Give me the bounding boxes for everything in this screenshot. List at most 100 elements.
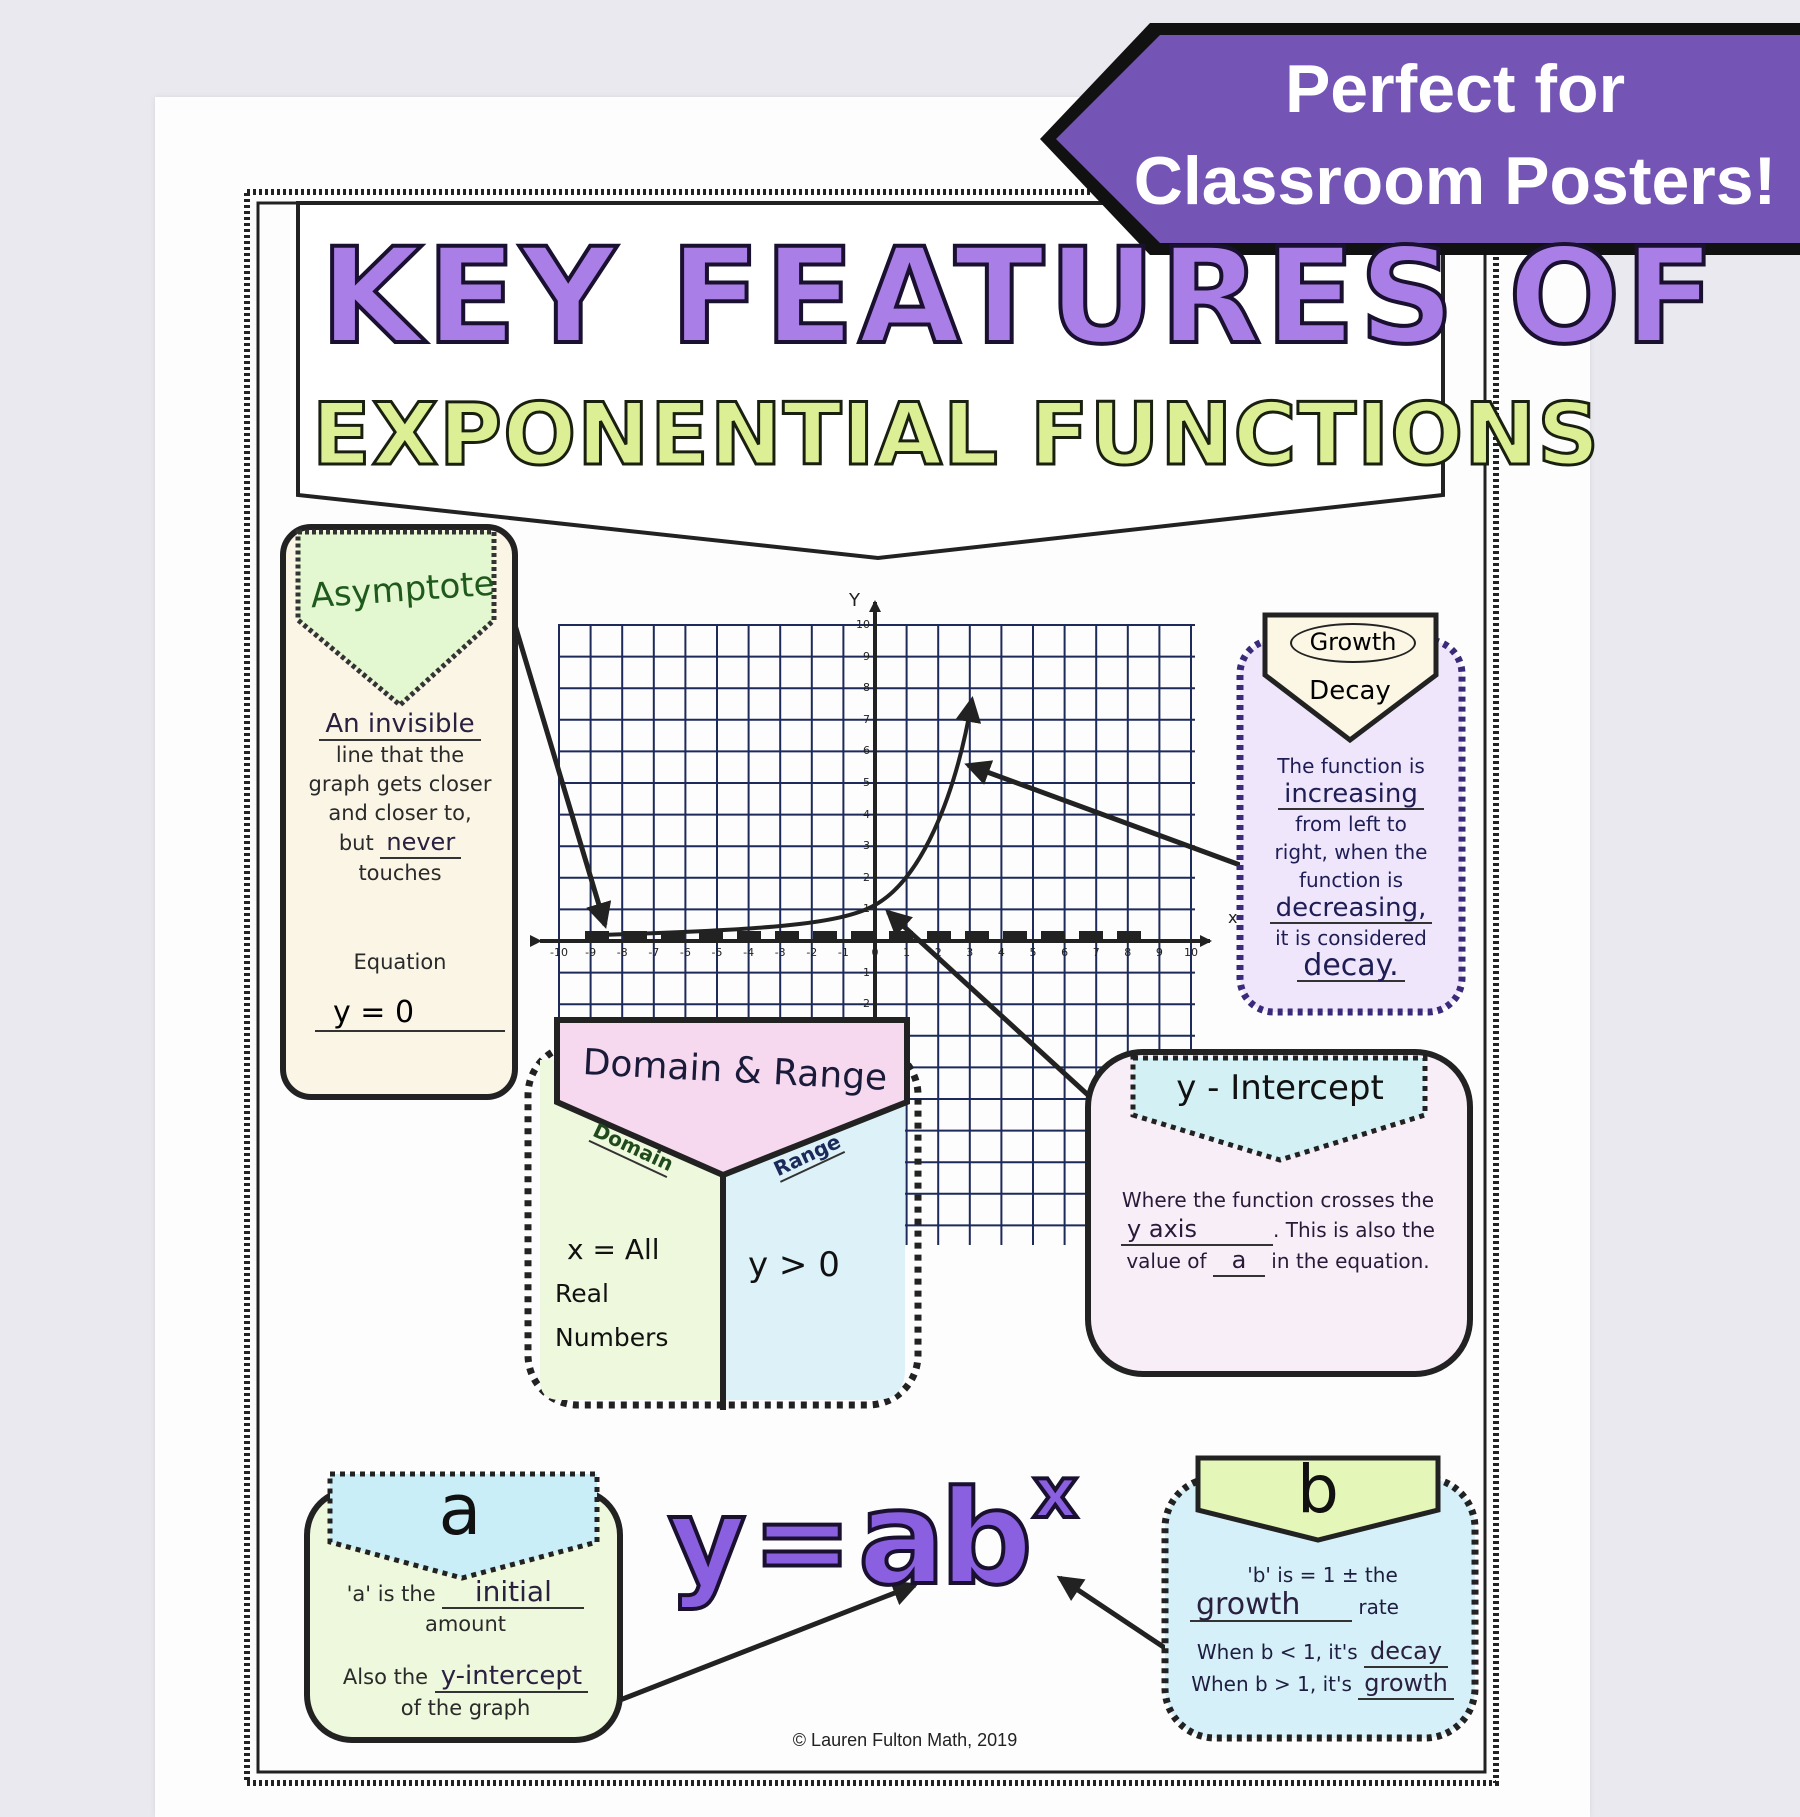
b-blank-decay: decay — [1363, 1636, 1449, 1668]
badge-line-2: Classroom Posters! — [1133, 143, 1777, 219]
equation-exponent-x: x — [1031, 1450, 1080, 1536]
asymptote-text: An invisible line that the graph gets cl… — [300, 710, 500, 888]
y-tick-label: 7 — [863, 712, 870, 726]
b-line-1: 'b' is = 1 ± the — [1247, 1563, 1398, 1587]
equation-equals: = — [750, 1471, 855, 1614]
b-blank-growth: growth — [1190, 1590, 1352, 1622]
growth-header: Growth — [1290, 623, 1416, 663]
y-tick-label: 10 — [856, 618, 870, 631]
asymptote-line-3: and closer to, — [328, 801, 472, 825]
yi-in-the-equation: in the equation. — [1271, 1249, 1430, 1273]
badge-line-1: Perfect for — [1284, 51, 1626, 127]
growth-pointer-arrow — [964, 760, 1241, 868]
asymptote-blank-invisible: An invisible — [319, 710, 481, 741]
asymptote-equation-value: y = 0 — [315, 995, 505, 1032]
equation-y: y — [666, 1471, 748, 1614]
domain-value-line-1: x = All — [567, 1233, 660, 1266]
x-tick-label: -4 — [743, 946, 755, 959]
x-tick-label: -7 — [648, 946, 660, 959]
x-tick-label: 8 — [1124, 946, 1132, 959]
x-tick-label: -6 — [679, 946, 691, 959]
y-tick-label: -1 — [859, 965, 870, 979]
x-tick-label: -2 — [806, 946, 818, 959]
yi-line-1: Where the function crosses the — [1121, 1188, 1435, 1212]
a-of-the-graph: of the graph — [400, 1696, 531, 1720]
promo-badge — [1040, 23, 1800, 255]
x-tick-label: 9 — [1155, 946, 1163, 959]
domain-value-line-2: Real Numbers — [555, 1279, 669, 1352]
growth-decay-box — [1236, 636, 1466, 1016]
asymptote-header-shape — [295, 529, 497, 709]
outer-wavy-border — [244, 189, 1499, 1786]
yi-blank-y-axis: y axis — [1121, 1215, 1274, 1246]
b-header-shape — [1195, 1455, 1441, 1543]
y-tick-label: 3 — [863, 839, 870, 853]
y-tick-label: 1 — [863, 902, 870, 916]
y-tick-label: 9 — [863, 649, 870, 663]
x-tick-label: -8 — [616, 946, 628, 959]
gd-line-5: it is considered — [1275, 926, 1427, 950]
copyright: © Lauren Fulton Math, 2019 — [792, 1730, 1018, 1750]
growth-decay-text: The function is increasing from left to … — [1250, 752, 1452, 982]
x-tick-label: 5 — [1029, 946, 1037, 959]
gd-blank-decay: decay. — [1297, 951, 1405, 982]
a-box-text: 'a' is the initial amount Also the y-int… — [318, 1577, 613, 1723]
x-tick-label: 3 — [966, 946, 974, 959]
x-tick-label: -9 — [585, 946, 597, 959]
gd-line-1: The function is — [1277, 754, 1425, 778]
y-axis-label: Y — [849, 590, 860, 611]
a-amount: amount — [424, 1612, 507, 1636]
asymptote-line-1: line that the — [335, 743, 465, 767]
title-line-1: KEY FEATURES OF — [318, 218, 1719, 376]
x-tick-label: -3 — [774, 946, 786, 959]
decay-header: Decay — [1309, 676, 1391, 706]
y-tick-label: 2 — [863, 870, 870, 884]
a-header: a — [438, 1469, 482, 1551]
x-tick-label: 1 — [903, 946, 911, 959]
a-header-shape — [327, 1471, 600, 1581]
asymptote-equation-label: Equation — [353, 950, 447, 974]
x-tick-label: 0 — [871, 946, 879, 959]
b-blank-growth-2: growth — [1358, 1668, 1454, 1700]
b-box-text: 'b' is = 1 ± the growth rate When b < 1,… — [1180, 1560, 1465, 1700]
yi-blank-a: a — [1212, 1246, 1265, 1277]
gd-line-4: function is — [1298, 868, 1404, 892]
b-pointer-arrow — [1056, 1575, 1170, 1653]
asymptote-line-2: graph gets closer — [308, 772, 492, 796]
y-tick-label: -2 — [859, 997, 870, 1011]
b-header: b — [1297, 1451, 1339, 1528]
range-value: y > 0 — [748, 1245, 840, 1285]
y-intercept-header-shape — [1130, 1055, 1428, 1163]
exponential-curve — [599, 696, 982, 937]
yi-line-2: . This is also the — [1273, 1218, 1435, 1242]
y-intercept-pointer-arrow — [885, 909, 1090, 1097]
equation-y-equals-ab-x: y = abx — [666, 1450, 1128, 1616]
asymptote-blank-never: never — [380, 828, 462, 859]
domain-value: x = All Real Numbers — [555, 1228, 725, 1360]
x-tick-label: 7 — [1092, 946, 1100, 959]
gd-blank-decreasing: decreasing, — [1269, 894, 1433, 924]
y-tick-label: 4 — [863, 807, 870, 821]
y-tick-label: 6 — [863, 744, 870, 758]
x-tick-label: -5 — [711, 946, 723, 959]
b-when-greater: When b > 1, it's — [1191, 1672, 1352, 1696]
y-tick-label: 8 — [863, 681, 870, 695]
domain-range-header-shape — [554, 1017, 910, 1179]
x-tick-label: 2 — [934, 946, 942, 959]
x-tick-label: 6 — [1061, 946, 1069, 959]
yi-value-of: value of — [1126, 1249, 1207, 1273]
asymptote-pointer-arrow — [512, 624, 612, 929]
y-intercept-text: Where the function crosses the y axis. T… — [1108, 1186, 1448, 1277]
b-when-less: When b < 1, it's — [1196, 1640, 1358, 1664]
y-intercept-header: y - Intercept — [1176, 1068, 1384, 1108]
x-tick-label: -1 — [837, 946, 849, 959]
x-axis-label: x — [1228, 908, 1238, 927]
x-tick-label: 10 — [1184, 946, 1198, 959]
asymptote-but: but — [338, 831, 374, 855]
asymptote-box — [280, 524, 518, 1100]
gd-line-2: from left to — [1295, 812, 1407, 836]
equation-b: b — [938, 1460, 1035, 1616]
x-tick-label: -10 — [550, 946, 568, 959]
equation-a: a — [856, 1460, 948, 1616]
